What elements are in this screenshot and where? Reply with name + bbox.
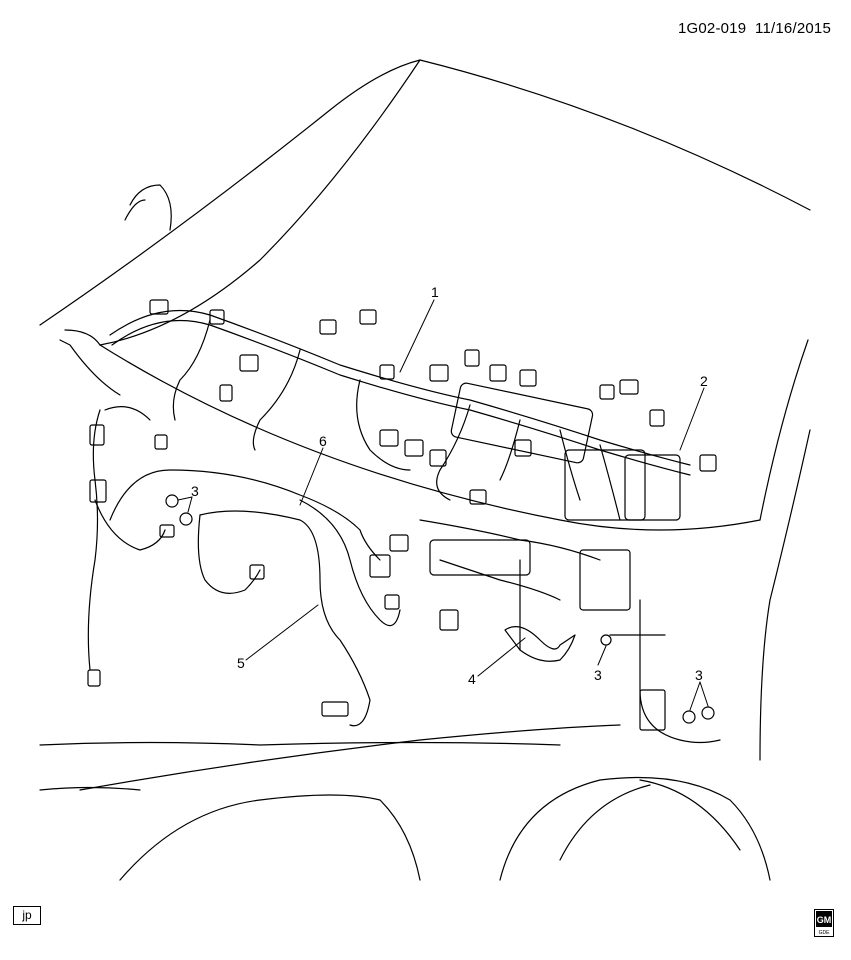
callout-6: 6	[319, 433, 327, 449]
instrument-panel-harness	[109, 299, 717, 521]
callout-4: 4	[468, 671, 476, 687]
gm-logo-text: GM	[817, 915, 832, 925]
callout-1: 1	[431, 284, 439, 300]
harness-6	[109, 469, 409, 627]
gm-logo-icon: GM GDE	[814, 909, 834, 937]
callout-leader-lines	[177, 299, 709, 711]
diagram-date: 11/16/2015	[755, 20, 831, 37]
left-side-harness	[87, 406, 175, 687]
callout-3-left: 3	[191, 483, 199, 499]
callout-3-center: 3	[594, 667, 602, 683]
callout-3-right: 3	[695, 667, 703, 683]
diagram-id-header: 1G02-019 11/16/2015	[678, 20, 831, 37]
diagram-code: 1G02-019	[677, 20, 747, 37]
author-tag: jp	[22, 908, 32, 922]
callout-5: 5	[237, 655, 245, 671]
harness-5	[197, 510, 371, 727]
right-side-harness	[419, 519, 721, 744]
gm-logo-subtext: GDE	[819, 930, 831, 936]
harness-bracket	[504, 626, 576, 662]
retainer-clips	[165, 494, 715, 724]
author-tag-box: jp	[13, 906, 41, 925]
callout-2: 2	[700, 373, 708, 389]
vehicle-body-outline	[39, 59, 811, 881]
